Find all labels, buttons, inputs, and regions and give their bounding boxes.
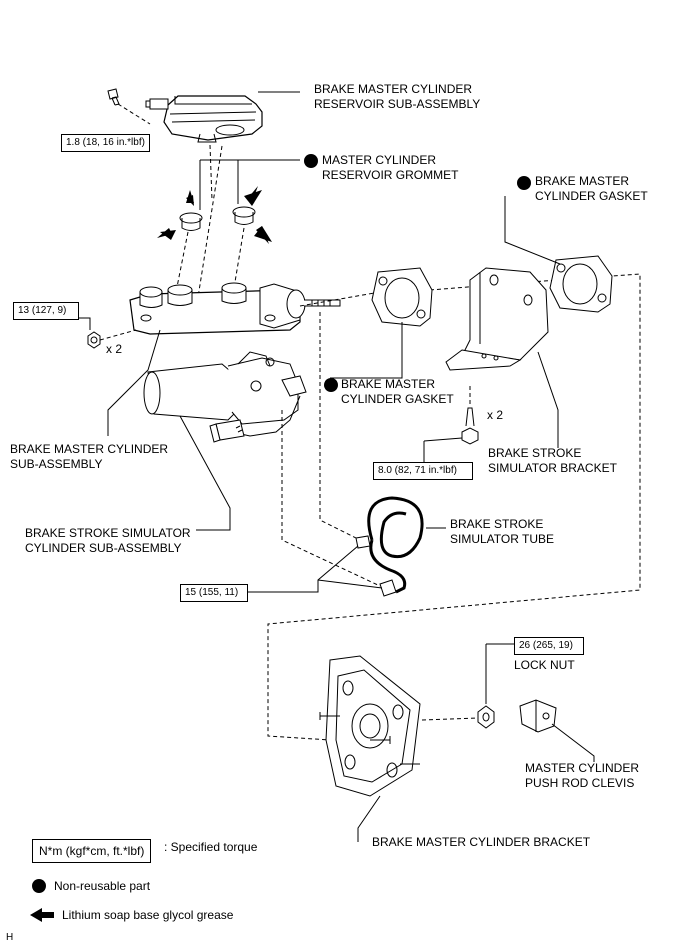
gasket-mid-drawing	[371, 267, 433, 327]
reservoir-drawing	[145, 95, 263, 143]
torque-box: 15 (155, 11)	[180, 584, 248, 602]
torque-box: 26 (265, 19)	[514, 637, 584, 655]
figure-code: H	[6, 932, 14, 943]
grease-arrow-icons	[157, 186, 272, 244]
nonreusable-dot-icon	[517, 176, 531, 190]
master-cylinder-drawing	[129, 282, 341, 335]
lock-nut-label: LOCK NUT	[514, 658, 575, 672]
legend-torque-box: N*m (kgf*cm, ft.*lbf)	[32, 839, 152, 863]
legend-nonreusable-dot-icon	[32, 879, 46, 893]
simulator-cylinder-drawing	[143, 351, 307, 443]
nut-drawing	[87, 331, 101, 349]
simulator-tube-drawing	[355, 496, 424, 597]
legend-grease-text: Lithium soap base glycol grease	[62, 908, 234, 922]
nonreusable-dot-icon	[324, 378, 338, 392]
simulator-bracket-drawing	[445, 267, 549, 371]
nonreusable-dot-icon	[304, 154, 318, 168]
quantity-label: x 2	[487, 408, 504, 422]
quantity-label: x 2	[106, 342, 123, 356]
torque-box: 1.8 (18, 16 in.*lbf)	[61, 134, 150, 152]
clevis-drawing	[519, 699, 557, 733]
torque-box: 13 (127, 9)	[13, 302, 79, 320]
mc-bracket-label: BRAKE MASTER CYLINDER BRACKET	[372, 835, 591, 849]
bracket-bolt-drawing	[461, 407, 479, 445]
mc-bracket-drawing	[319, 655, 421, 797]
lock-nut-drawing	[477, 705, 495, 729]
grommet-right	[232, 206, 256, 225]
gasket-right-drawing	[549, 255, 613, 313]
reservoir-screw	[107, 88, 120, 106]
torque-box: 8.0 (82, 71 in.*lbf)	[373, 462, 473, 480]
legend-torque-desc: : Specified torque	[164, 840, 258, 854]
legend-nonreusable-text: Non-reusable part	[54, 879, 151, 893]
legend-grease-arrow-icon	[30, 908, 54, 922]
grommet-left	[179, 212, 203, 231]
